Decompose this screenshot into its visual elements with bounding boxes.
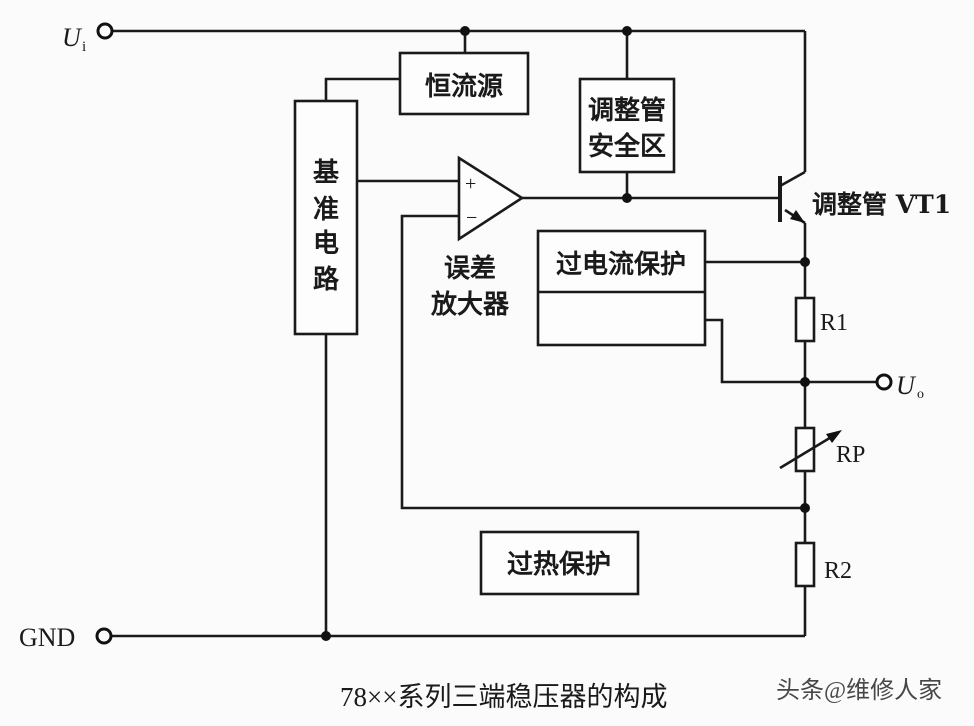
input-terminal <box>96 22 114 40</box>
opamp-plus: + <box>465 173 476 195</box>
input-terminal-label: U <box>62 23 83 52</box>
reference-label-4: 路 <box>313 264 340 295</box>
reference-block <box>293 99 359 336</box>
error-amp-label-1: 误差 <box>444 253 496 284</box>
junction-dot <box>622 193 632 203</box>
input-terminal-sub: i <box>82 39 86 55</box>
resistor-rp-label: RP <box>836 442 865 468</box>
junction-dot <box>622 26 632 36</box>
resistor-r2-label: R2 <box>824 558 852 584</box>
safe-area-label-2: 安全区 <box>588 131 666 162</box>
safe-area-label-1: 调整管 <box>588 95 666 126</box>
over-current-block <box>536 229 707 347</box>
junction-dot <box>800 257 810 267</box>
resistor-r1 <box>794 296 816 343</box>
wire-feedback <box>400 214 805 510</box>
wire-collector-diag <box>779 170 806 188</box>
safe-area-block <box>578 77 676 174</box>
watermark: 头条@维修人家 <box>776 677 942 704</box>
rp-arrow-shaft <box>779 431 839 470</box>
over-temp-block <box>479 530 640 596</box>
reference-label-2: 准 <box>313 195 339 225</box>
over-current-label: 过电流保护 <box>556 250 686 280</box>
junction-dot <box>460 26 470 36</box>
figure-caption: 78××系列三端稳压器的构成 <box>340 682 667 712</box>
ground-terminal <box>95 627 113 645</box>
junction-dot <box>321 631 331 641</box>
over-temp-label: 过热保护 <box>507 550 611 580</box>
junction-dot <box>800 503 810 513</box>
wire-ccs-to-ref <box>324 77 400 101</box>
output-terminal-label: U <box>896 371 917 400</box>
ground-terminal-label: GND <box>19 623 75 652</box>
resistor-r1-label: R1 <box>820 310 848 336</box>
constant-current-label: 恒流源 <box>425 72 503 102</box>
transistor-emitter-arrow <box>790 210 805 223</box>
error-amp-label-2: 放大器 <box>430 289 510 320</box>
output-terminal-sub: o <box>917 387 924 402</box>
wire-oc-bottom <box>705 318 805 384</box>
transistor-label: 调整管 VT1 <box>812 190 951 219</box>
error-amplifier-symbol <box>457 155 525 242</box>
reference-label-3: 电 <box>313 229 339 259</box>
resistor-r2 <box>794 541 816 588</box>
constant-current-block <box>398 51 530 116</box>
junction-dot <box>800 377 810 387</box>
resistor-rp <box>794 426 816 473</box>
opamp-minus: − <box>466 207 477 229</box>
rp-arrow-head <box>826 430 842 443</box>
reference-label-1: 基 <box>313 158 340 188</box>
output-terminal <box>875 373 893 391</box>
